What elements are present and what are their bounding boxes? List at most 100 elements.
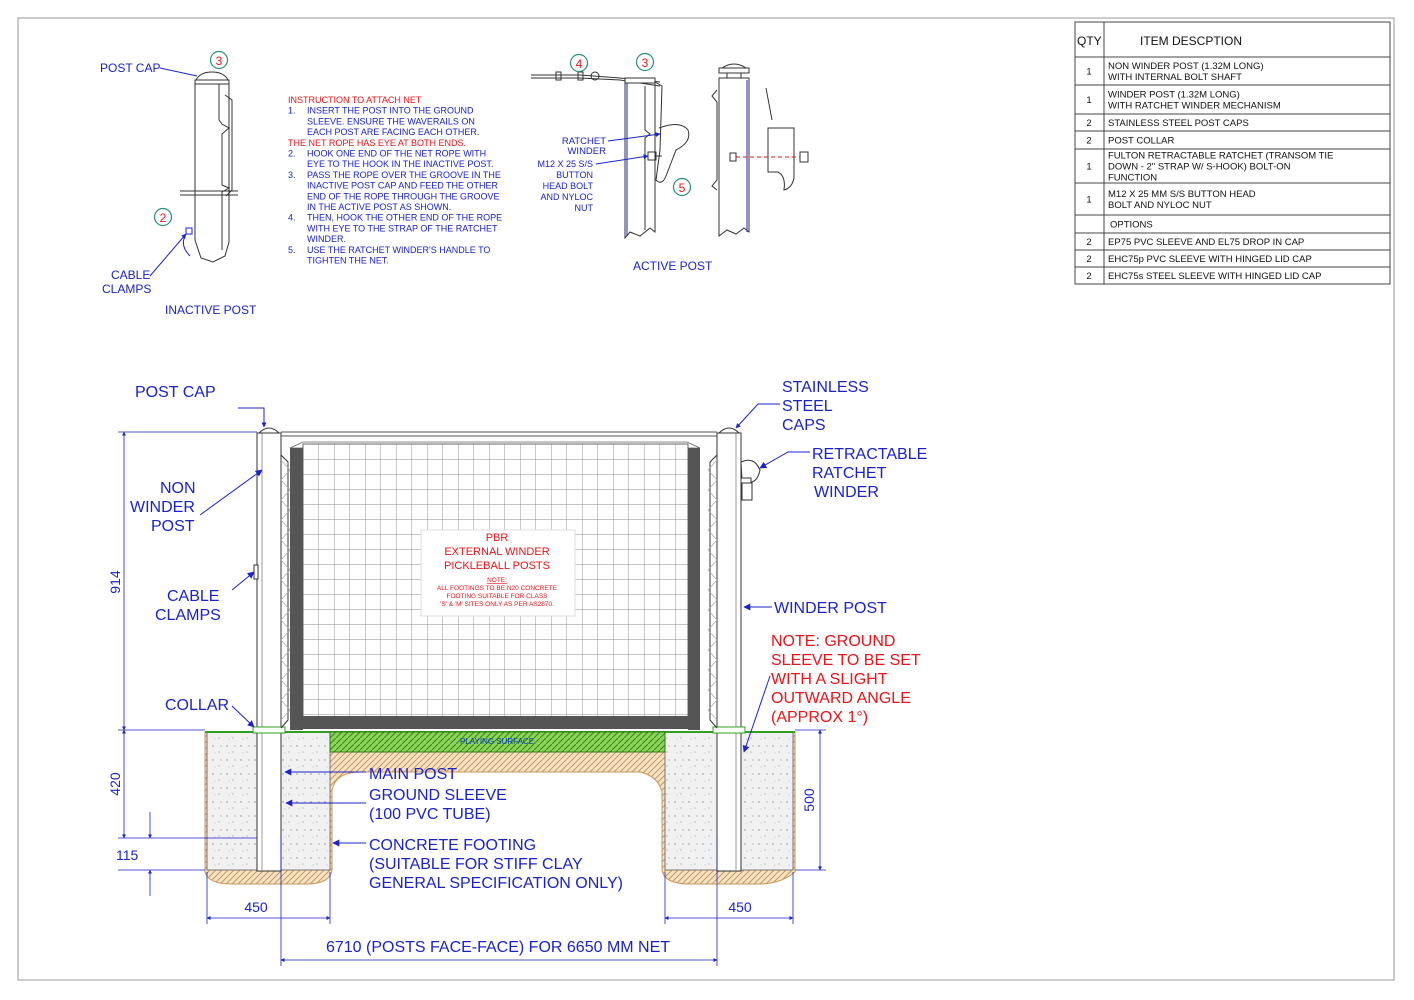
sign-note-label: NOTE:: [487, 577, 507, 584]
dimension-lines: [118, 431, 826, 966]
callout-3: [209, 50, 229, 70]
instruction-step-number: 3.: [288, 170, 296, 180]
instruction-step-line: INSERT THE POST INTO THE GROUND: [307, 106, 474, 116]
right-post: [709, 427, 761, 872]
bolt-label-3: HEAD BOLT: [543, 181, 594, 191]
ss-caps-label-2: STEEL: [782, 398, 833, 415]
callout-3-number: 3: [216, 54, 223, 68]
sign-note-2: FOOTING SUITABLE FOR CLASS: [446, 593, 548, 600]
sign-line-2: EXTERNAL WINDER: [444, 546, 549, 558]
leader: [231, 571, 255, 591]
leader: [231, 705, 255, 728]
instruction-step-line: WINDER.: [307, 234, 346, 244]
active-post-caption: ACTIVE POST: [633, 259, 713, 273]
playing-surface-turf: [329, 731, 666, 753]
footing-label-2: (SUITABLE FOR STIFF CLAY: [369, 856, 583, 873]
callout-3b-number: 3: [642, 56, 649, 70]
elev-cable-label-1: CABLE: [167, 588, 219, 605]
table-cell-desc: WITH INTERNAL BOLT SHAFT: [1108, 72, 1242, 83]
dim-500: 500: [801, 788, 817, 812]
sign-line-3: PICKLEBALL POSTS: [444, 560, 550, 572]
collar-label: COLLAR: [165, 697, 229, 714]
instructions-red-note: THE NET ROPE HAS EYE AT BOTH ENDS.: [288, 138, 466, 148]
instruction-step-line: SLEEVE. ENSURE THE WAVERAILS ON: [307, 116, 475, 126]
leader: [735, 403, 780, 429]
dim-420: 420: [107, 772, 123, 796]
left-post: [252, 427, 289, 872]
leader: [159, 67, 198, 77]
inactive-post-cap-label: POST CAP: [100, 61, 160, 75]
callout-5: [672, 177, 692, 197]
table-cell-desc: DOWN - 2" STRAP W/ S-HOOK) BOLT-ON: [1108, 162, 1291, 173]
winder-post-label: WINDER POST: [774, 600, 887, 617]
bolt-label-4: AND NYLOC: [540, 192, 593, 202]
dim-914: 914: [107, 570, 123, 594]
table-cell-desc: FUNCTION: [1108, 173, 1157, 184]
sleeve-note-5: (APPROX 1°): [771, 709, 868, 726]
net-sign: PBR EXTERNAL WINDER PICKLEBALL POSTS NOT…: [420, 529, 576, 617]
callout-4-number: 4: [576, 57, 583, 71]
table-header-desc: ITEM DESCPTION: [1140, 34, 1242, 48]
callout-3b: [635, 52, 655, 72]
sign-note-3: 'S' & 'M' SITES ONLY AS PER AS2870.: [440, 601, 554, 608]
inactive-cable-label-2: CLAMPS: [102, 282, 151, 296]
table-cell-qty: 1: [1086, 195, 1091, 206]
table-cell-qty: 2: [1086, 254, 1091, 265]
ratchet-winder-label-1: RATCHET: [562, 136, 606, 147]
leader: [759, 451, 810, 469]
dim-115: 115: [116, 847, 139, 863]
leader: [238, 407, 267, 428]
sleeve-note-2: SLEEVE TO BE SET: [771, 652, 921, 669]
bolt-label-1: M12 X 25 S/S: [537, 159, 593, 169]
table-cell-qty: 1: [1086, 67, 1091, 78]
inactive-cable-label-1: CABLE: [111, 268, 150, 282]
table-cell-qty: 1: [1086, 95, 1091, 106]
sign-line-1: PBR: [486, 532, 509, 544]
sleeve-note-4: OUTWARD ANGLE: [771, 690, 911, 707]
sleeve-label-1: GROUND SLEEVE: [369, 787, 507, 804]
inactive-post-detail: [180, 71, 238, 263]
leader: [742, 675, 771, 753]
footing-label-1: CONCRETE FOOTING: [369, 837, 536, 854]
sleeve-note-1: NOTE: GROUND: [771, 633, 895, 650]
ss-caps-label-1: STAINLESS: [782, 379, 869, 396]
main-post-label: MAIN POST: [369, 766, 457, 783]
instruction-step-line: HOOK ONE END OF THE NET ROPE WITH: [307, 149, 486, 159]
instruction-step-number: 4.: [288, 213, 296, 223]
non-winder-label-1: NON: [160, 480, 196, 497]
instruction-step-line: END OF THE ROPE THROUGH THE GROOVE: [307, 191, 500, 201]
sheet-border: [17, 17, 1395, 981]
table-cell-qty: 2: [1086, 237, 1091, 248]
sleeve-label-2: (100 PVC TUBE): [369, 806, 491, 823]
leader: [595, 154, 649, 165]
ss-caps-label-3: CAPS: [782, 417, 826, 434]
leader: [607, 132, 661, 142]
table-cell-qty: 2: [1086, 136, 1091, 147]
ratchet-winder-label-2: WINDER: [567, 146, 606, 157]
excavation-soil: [204, 731, 796, 885]
sleeve-note-3: WITH A SLIGHT: [771, 671, 888, 688]
table-cell-qty: 2: [1086, 271, 1091, 282]
callout-5-number: 5: [679, 181, 686, 195]
bolt-label-2: BUTTON: [556, 170, 593, 180]
table-cell-desc: EHC75p PVC SLEEVE WITH HINGED LID CAP: [1108, 254, 1312, 265]
table-cell-qty: 2: [1086, 118, 1091, 129]
table-cell-desc: STAINLESS STEEL POST CAPS: [1108, 118, 1249, 129]
instruction-step-line: IN THE ACTIVE POST AS SHOWN.: [307, 202, 451, 212]
dim-span-label: 6710 (POSTS FACE-FACE) FOR 6650 MM NET: [326, 939, 670, 956]
table-cell-desc: EP75 PVC SLEEVE AND EL75 DROP IN CAP: [1108, 237, 1304, 248]
table-cell-qty: 1: [1086, 162, 1091, 173]
instruction-step-line: EACH POST ARE FACING EACH OTHER.: [307, 127, 479, 137]
ratchet-label-1: RETRACTABLE: [812, 446, 927, 463]
instructions-title: INSTRUCTION TO ATTACH NET: [288, 95, 422, 105]
non-winder-label-2: WINDER: [130, 499, 195, 516]
non-winder-label-3: POST: [151, 518, 195, 535]
callout-2-number: 2: [160, 211, 167, 225]
table-cell-desc: WITH RATCHET WINDER MECHANISM: [1108, 101, 1281, 112]
instruction-step-number: 5.: [288, 245, 296, 255]
dim-450-right: 450: [728, 899, 752, 915]
